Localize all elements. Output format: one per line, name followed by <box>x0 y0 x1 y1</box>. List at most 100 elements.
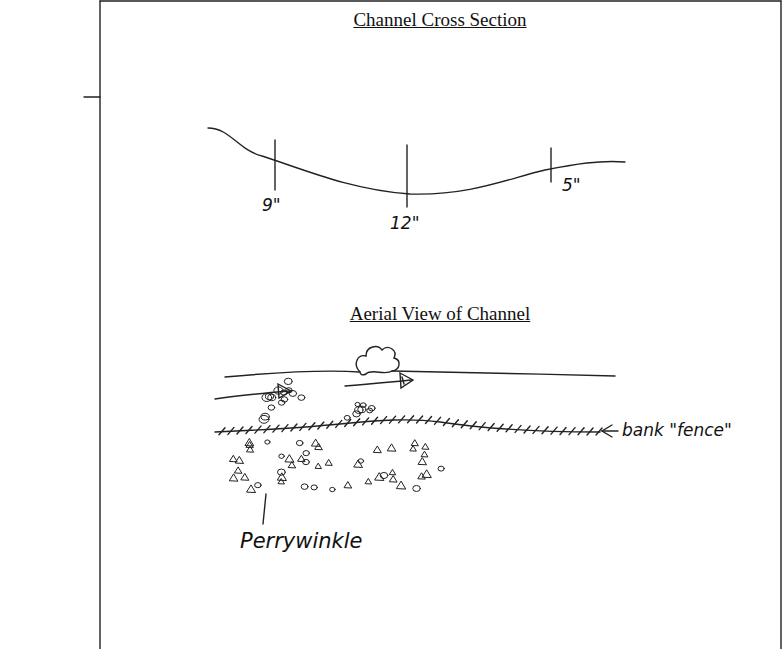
pebble <box>235 467 242 473</box>
arrow-head <box>400 373 413 388</box>
pebble <box>230 456 237 462</box>
hatch-stroke <box>551 427 557 434</box>
hatch-stroke <box>327 421 333 428</box>
hatch-stroke <box>399 416 405 423</box>
frame-tick <box>84 96 100 97</box>
species-label: Perrywinkle <box>240 530 363 553</box>
pebble <box>259 415 269 423</box>
hatch-stroke <box>246 427 252 434</box>
pebble <box>281 397 288 402</box>
pebble <box>301 484 308 490</box>
leader-line <box>263 494 266 524</box>
pebble <box>380 472 388 478</box>
pebble <box>247 485 256 492</box>
fence-hatching <box>219 416 602 435</box>
frame-line <box>780 1 781 649</box>
depth-label: 12" <box>390 214 419 233</box>
hatch-stroke <box>264 426 270 433</box>
hatch-stroke <box>426 417 432 424</box>
arrow-head <box>278 384 291 398</box>
pointer-head <box>602 425 612 437</box>
hatch-stroke <box>318 422 324 429</box>
pebble <box>418 458 426 465</box>
channel-profile <box>208 128 625 194</box>
bank-fence <box>215 420 600 432</box>
frame-line <box>99 1 100 649</box>
pebble <box>390 476 397 482</box>
pebble <box>353 411 361 417</box>
hatch-stroke <box>336 420 342 427</box>
pebble <box>298 395 305 401</box>
pebble <box>421 451 427 456</box>
pebble <box>355 402 360 406</box>
pebble <box>412 440 419 446</box>
pebble <box>262 394 272 402</box>
pebble <box>374 446 382 452</box>
pebble <box>298 456 305 462</box>
pebble <box>278 479 284 484</box>
pebble <box>285 455 294 462</box>
pebble <box>247 446 254 452</box>
hatch-stroke <box>569 428 575 435</box>
pebble <box>330 487 335 491</box>
far-bank <box>225 371 615 377</box>
pebble <box>268 405 275 410</box>
pebble <box>413 485 421 491</box>
bush <box>356 347 399 375</box>
pebble <box>365 479 371 484</box>
pebble <box>344 482 351 488</box>
hatch-stroke <box>479 423 485 430</box>
hatch-stroke <box>542 427 548 434</box>
pebble <box>284 378 292 384</box>
hatch-stroke <box>408 416 414 423</box>
hatch-stroke <box>435 417 441 424</box>
hatch-stroke <box>560 427 566 434</box>
pebble <box>230 474 238 481</box>
hatch-stroke <box>461 421 467 428</box>
hatch-stroke <box>363 418 369 425</box>
pebble <box>410 446 416 451</box>
pebble <box>289 391 296 397</box>
hatch-stroke <box>443 419 449 426</box>
hatch-stroke <box>515 425 521 432</box>
pebble <box>422 444 429 450</box>
hatch-stroke <box>488 423 494 430</box>
depth-tick <box>406 145 407 207</box>
hatch-stroke <box>219 428 225 435</box>
frame-line <box>100 0 781 1</box>
hatch-stroke <box>282 425 288 432</box>
pebble <box>265 393 273 400</box>
section-heading: Aerial View of Channel <box>350 304 531 325</box>
pebble <box>358 459 364 463</box>
pebble <box>368 405 375 410</box>
hatch-stroke <box>452 420 458 427</box>
arrow-mark <box>402 377 404 384</box>
pebble <box>375 473 384 481</box>
hatch-stroke <box>524 426 530 433</box>
hatch-stroke <box>255 426 261 433</box>
pebble <box>311 485 317 490</box>
pointer-line <box>602 430 618 431</box>
pebble <box>279 454 284 458</box>
pebble <box>355 407 363 414</box>
hatch-stroke <box>578 428 584 435</box>
hatch-stroke <box>417 416 423 423</box>
hatch-stroke <box>309 423 315 430</box>
hatch-stroke <box>291 424 297 431</box>
pebble <box>438 466 444 471</box>
pebble <box>397 481 406 489</box>
hatch-stroke <box>273 425 279 432</box>
pebble <box>241 474 249 481</box>
flow-arrow <box>345 380 412 386</box>
hatch-stroke <box>300 423 306 430</box>
pebble <box>296 440 303 445</box>
pebble <box>312 439 320 446</box>
depth-label: 9" <box>262 196 281 215</box>
pebble <box>326 460 333 466</box>
pebble <box>418 473 425 479</box>
hatch-stroke <box>228 427 234 434</box>
bank-label: bank "fence" <box>622 421 732 440</box>
pebble <box>315 463 321 468</box>
stones <box>230 378 445 492</box>
